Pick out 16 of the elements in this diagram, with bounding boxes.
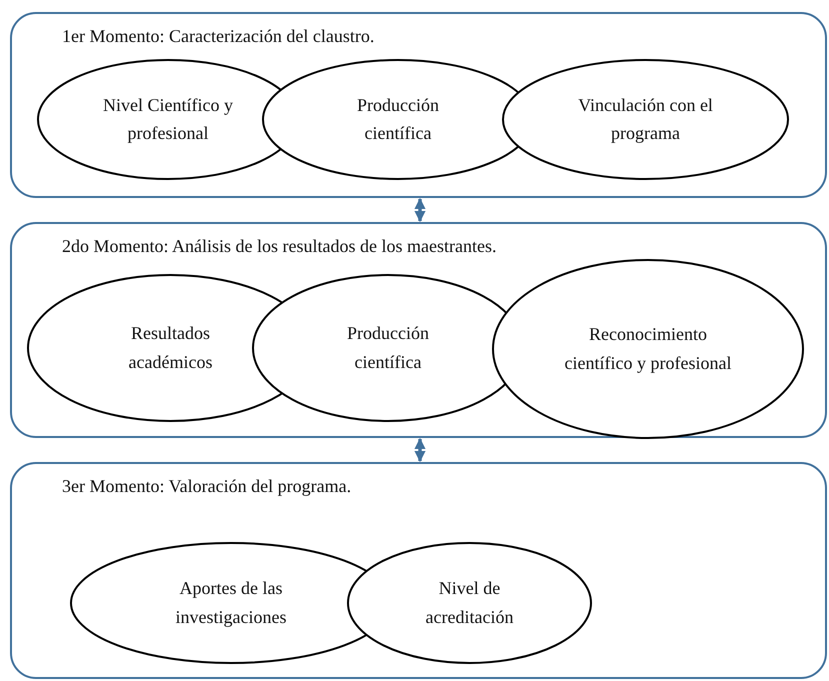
criterion-label: Nivel de acreditación bbox=[424, 577, 514, 629]
stage-panel bbox=[10, 462, 827, 679]
stage-panel bbox=[10, 12, 827, 198]
criterion-label: Aportes de las investigaciones bbox=[174, 577, 288, 629]
criterion-label: Producción científica bbox=[346, 322, 430, 374]
criterion-label: Resultados académicos bbox=[128, 322, 214, 374]
criterion-label: Reconocimiento científico y profesional bbox=[564, 323, 732, 375]
double-arrow bbox=[414, 198, 426, 222]
criterion-label: Vinculación con el programa bbox=[577, 94, 714, 146]
stage-panel bbox=[10, 222, 827, 438]
criterion-label: Producción científica bbox=[356, 94, 440, 146]
double-arrow bbox=[414, 438, 426, 462]
stage-title: 2do Momento: Análisis de los resultados de los maestrantes. bbox=[62, 236, 496, 257]
stage-title: 1er Momento: Caracterización del claustro. bbox=[62, 26, 374, 47]
criterion-label: Nivel Científico y profesional bbox=[102, 94, 234, 146]
stage-title: 3er Momento: Valoración del programa. bbox=[62, 476, 352, 497]
